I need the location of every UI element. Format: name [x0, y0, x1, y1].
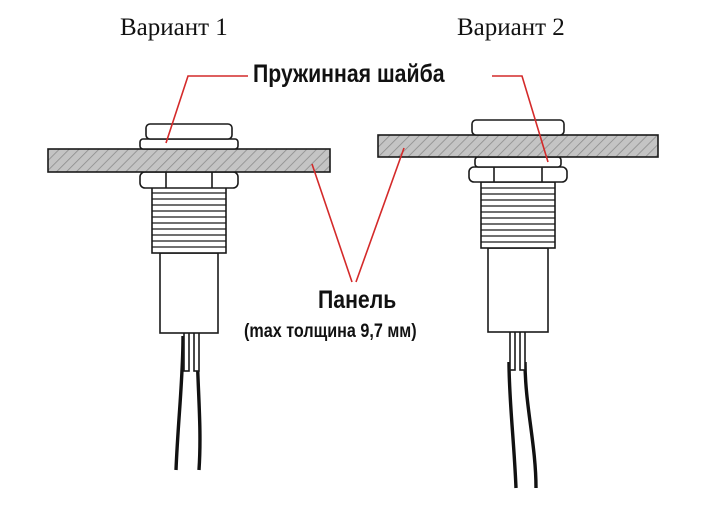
bezel — [145, 123, 233, 140]
leader-washer-v2 — [492, 75, 549, 163]
leader-panel-v2 — [355, 147, 405, 283]
variant-1-assembly — [47, 123, 331, 471]
lead-pins-icon — [509, 329, 526, 371]
variant-2-assembly — [377, 119, 659, 489]
panel-thickness-label: (max толщина 9,7 мм) — [244, 321, 417, 342]
panel — [47, 148, 331, 173]
variant-1-title: Вариант 1 — [120, 14, 228, 41]
spring-washer — [139, 138, 239, 150]
lamp-body — [487, 247, 549, 333]
lamp-body — [159, 252, 219, 334]
leader-panel-v1 — [311, 163, 353, 283]
hex-nut — [468, 166, 568, 183]
lead-pins-icon — [183, 330, 200, 372]
leader-washer-v1 — [165, 75, 248, 144]
threaded-sleeve — [480, 181, 556, 249]
spring-washer — [474, 156, 562, 168]
variant-2-title: Вариант 2 — [457, 14, 565, 41]
panel — [377, 134, 659, 158]
leader-lines — [165, 75, 549, 283]
spring-washer-label: Пружинная шайба — [253, 60, 445, 88]
cable-icon — [507, 361, 538, 489]
bezel — [471, 119, 565, 136]
threaded-sleeve — [151, 186, 227, 254]
panel-label: Панель — [318, 286, 397, 314]
hex-nut — [139, 171, 239, 189]
